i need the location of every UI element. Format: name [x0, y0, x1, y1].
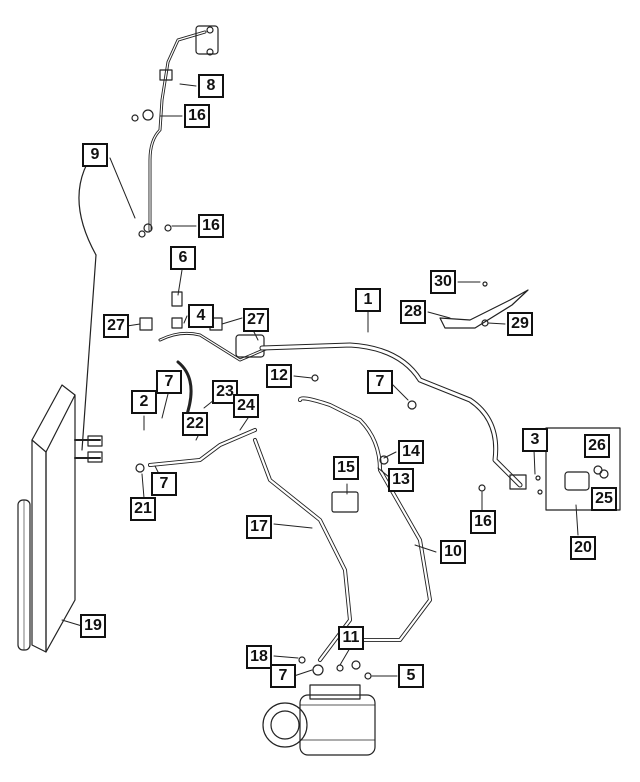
callout-17: 17: [246, 515, 272, 539]
suction-line: [259, 342, 527, 490]
callout-25: 25: [591, 487, 617, 511]
callout-7: 7: [156, 370, 182, 394]
leader-lines: [61, 83, 579, 677]
callout-24: 20: [570, 536, 596, 560]
callout-2: 2: [131, 390, 157, 414]
callout-10: 10: [440, 540, 466, 564]
callout-6: 7: [367, 370, 393, 394]
callout-1: 1: [355, 288, 381, 312]
callout-20: 22: [182, 412, 208, 436]
callout-18: 18: [246, 645, 272, 669]
callout-23: 19: [80, 614, 106, 638]
condenser: [17, 384, 103, 653]
callout-16: 16: [198, 214, 224, 238]
callout-5: 6: [170, 246, 196, 270]
callout-7: 7: [151, 472, 177, 496]
upper-liquid-line: [131, 25, 219, 238]
callout-12: 12: [266, 364, 292, 388]
compressor: [262, 684, 376, 756]
callout-22: 24: [233, 394, 259, 418]
callout-7: 5: [398, 664, 424, 688]
callout-3: 3: [522, 428, 548, 452]
callout-8: 8: [198, 74, 224, 98]
callout-13: 13: [388, 468, 414, 492]
callout-27: 27: [243, 308, 269, 332]
callout-14: 14: [398, 440, 424, 464]
callout-27: 27: [103, 314, 129, 338]
callout-28: 28: [400, 300, 426, 324]
callout-26: 26: [584, 434, 610, 458]
callout-7: 7: [270, 664, 296, 688]
kit-box: [545, 427, 621, 511]
expansion-fittings: [139, 291, 270, 362]
callout-9: 9: [82, 143, 108, 167]
callout-29: 29: [507, 312, 533, 336]
callout-16: 16: [184, 104, 210, 128]
pressure-sensor: [331, 491, 359, 513]
callout-16: 16: [470, 510, 496, 534]
callout-11: 11: [338, 626, 364, 650]
callout-4: 4: [188, 304, 214, 328]
callout-30: 30: [430, 270, 456, 294]
callout-19: 21: [130, 497, 156, 521]
bracket: [439, 289, 529, 329]
callout-15: 15: [333, 456, 359, 480]
